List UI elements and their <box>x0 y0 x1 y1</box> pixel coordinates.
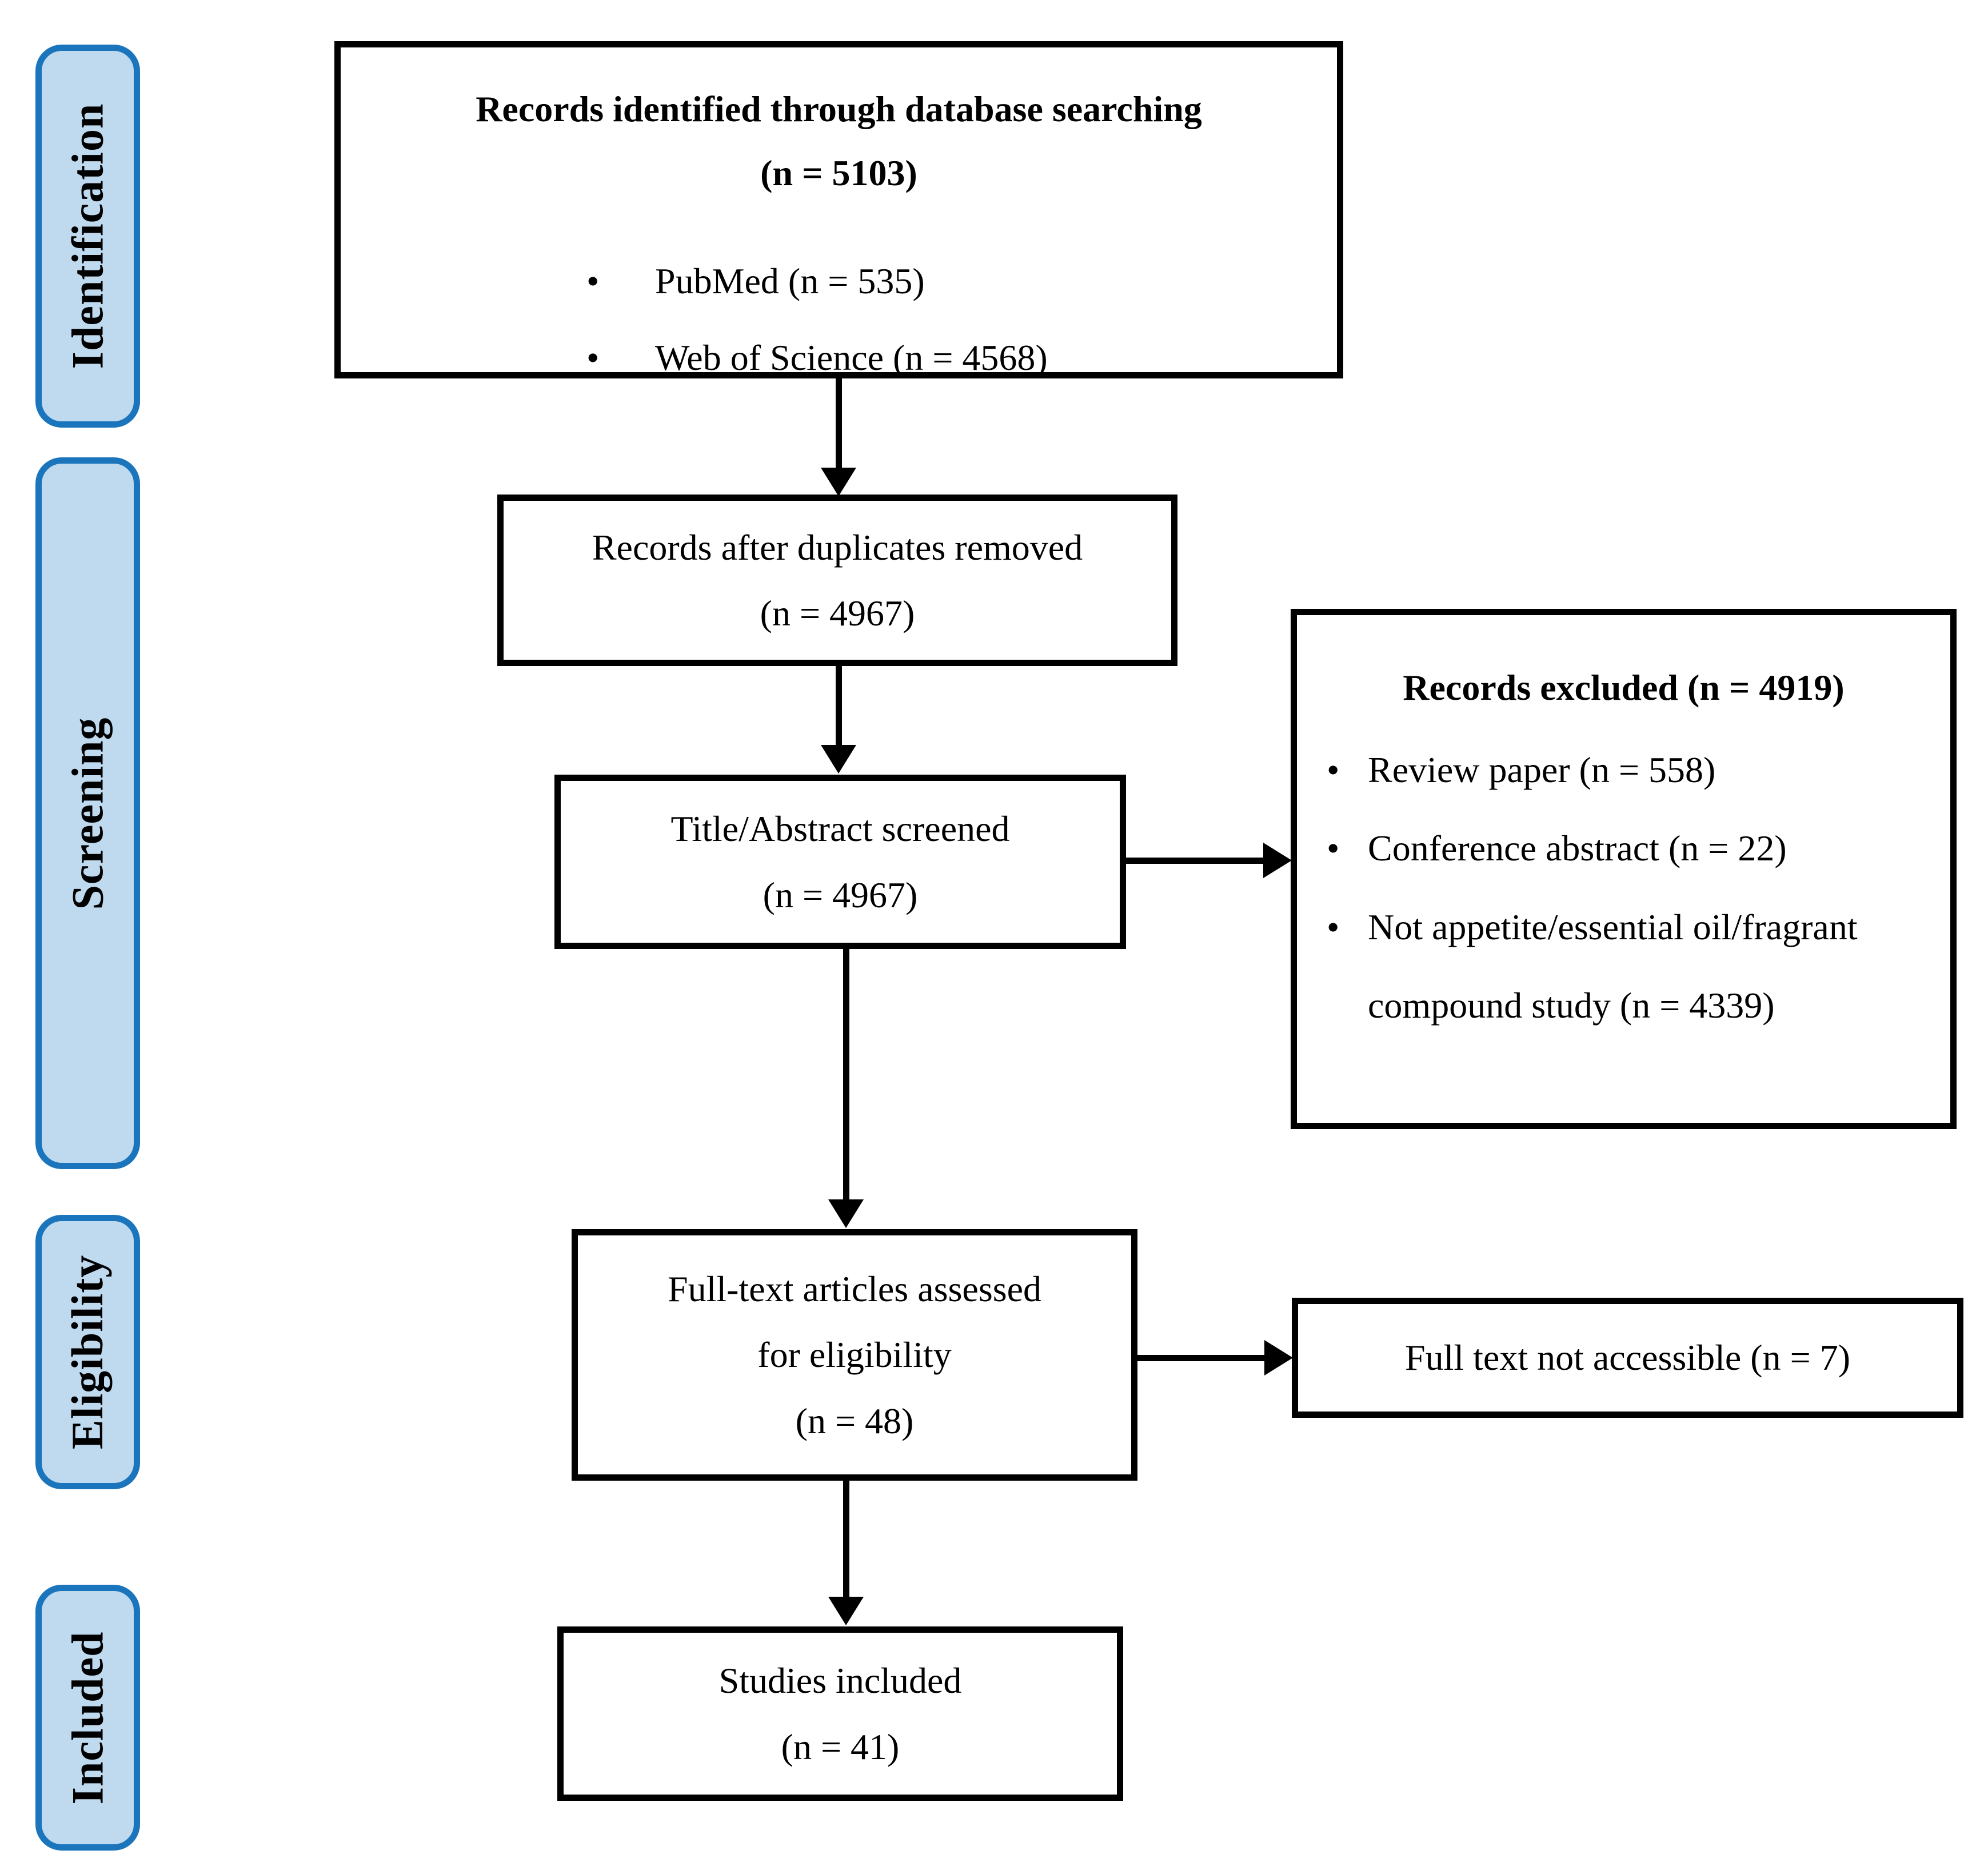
excluded-not-relevant-text: Not appetite/essential oil/fragrant comp… <box>1368 906 1858 1026</box>
excluded-review-paper-item: • Review paper (n = 558) <box>1327 731 1921 810</box>
bullet-dot: • <box>1327 828 1340 869</box>
stage-identification-label: Identification <box>62 103 113 369</box>
source-pubmed-item: • PubMed (n = 535) <box>586 243 1337 320</box>
box-fulltext-not-accessible: Full text not accessible (n = 7) <box>1292 1298 1963 1418</box>
box-duplicates-removed: Records after duplicates removed (n = 49… <box>497 495 1177 666</box>
source-web-of-science-item: • Web of Science (n = 4568) <box>586 320 1337 396</box>
bullet-dot: • <box>1327 906 1340 947</box>
not-accessible-text: Full text not accessible (n = 7) <box>1404 1337 1851 1378</box>
arrow-screened-to-excluded-head <box>1263 843 1292 878</box>
assessed-line1: Full-text articles assessed <box>667 1269 1042 1310</box>
box-fulltext-assessed: Full-text articles assessed for eligibil… <box>572 1229 1137 1481</box>
assessed-line2: for eligibility <box>757 1334 952 1375</box>
source-web-of-science-text: Web of Science (n = 4568) <box>655 337 1048 378</box>
arrow-assessed-to-notaccessible-line <box>1137 1355 1268 1361</box>
arrow-assessed-to-included-line <box>843 1481 849 1601</box>
arrow-assessed-to-notaccessible-head <box>1264 1340 1293 1375</box>
box-studies-included: Studies included (n = 41) <box>557 1626 1123 1801</box>
excluded-conference-abstract-item: • Conference abstract (n = 22) <box>1327 809 1921 888</box>
duplicates-removed-count: (n = 4967) <box>760 593 915 633</box>
arrow-screened-to-excluded-line <box>1126 858 1266 864</box>
screened-count: (n = 4967) <box>763 874 918 915</box>
source-pubmed-text: PubMed (n = 535) <box>655 261 925 301</box>
bullet-dot: • <box>586 261 600 301</box>
bullet-dot: • <box>586 337 600 378</box>
excluded-review-paper-text: Review paper (n = 558) <box>1368 749 1716 790</box>
stage-eligibility: Eligibility <box>35 1215 140 1489</box>
stage-screening-label: Screening <box>62 717 113 910</box>
assessed-count: (n = 48) <box>795 1400 914 1441</box>
box-title-abstract-screened: Title/Abstract screened (n = 4967) <box>554 775 1126 949</box>
records-excluded-title: Records excluded (n = 4919) <box>1403 667 1845 708</box>
records-identified-count: (n = 5103) <box>760 153 917 193</box>
stage-eligibility-label: Eligibility <box>62 1254 113 1450</box>
records-identified-title: Records identified through database sear… <box>476 89 1202 129</box>
stage-identification: Identification <box>35 45 140 428</box>
stage-included-label: Included <box>62 1631 113 1804</box>
box-records-excluded: Records excluded (n = 4919) • Review pap… <box>1291 609 1957 1129</box>
arrow-identified-to-duplicates-line <box>836 378 842 472</box>
excluded-not-relevant-item: • Not appetite/essential oil/fragrant co… <box>1327 888 1921 1045</box>
stage-screening: Screening <box>35 457 140 1169</box>
stage-included: Included <box>35 1585 140 1851</box>
studies-included-count: (n = 41) <box>781 1726 900 1767</box>
arrow-identified-to-duplicates-head <box>821 468 856 496</box>
duplicates-removed-line1: Records after duplicates removed <box>592 527 1083 568</box>
studies-included-line1: Studies included <box>718 1660 962 1701</box>
screened-line1: Title/Abstract screened <box>670 808 1010 850</box>
arrow-duplicates-to-screened-head <box>821 745 856 773</box>
arrow-assessed-to-included-head <box>828 1597 864 1625</box>
box-records-identified: Records identified through database sear… <box>334 41 1343 378</box>
arrow-screened-to-assessed-head <box>828 1199 864 1228</box>
bullet-dot: • <box>1327 749 1340 790</box>
arrow-screened-to-assessed-line <box>843 949 849 1203</box>
excluded-conference-abstract-text: Conference abstract (n = 22) <box>1368 828 1787 869</box>
arrow-duplicates-to-screened-line <box>836 666 842 749</box>
